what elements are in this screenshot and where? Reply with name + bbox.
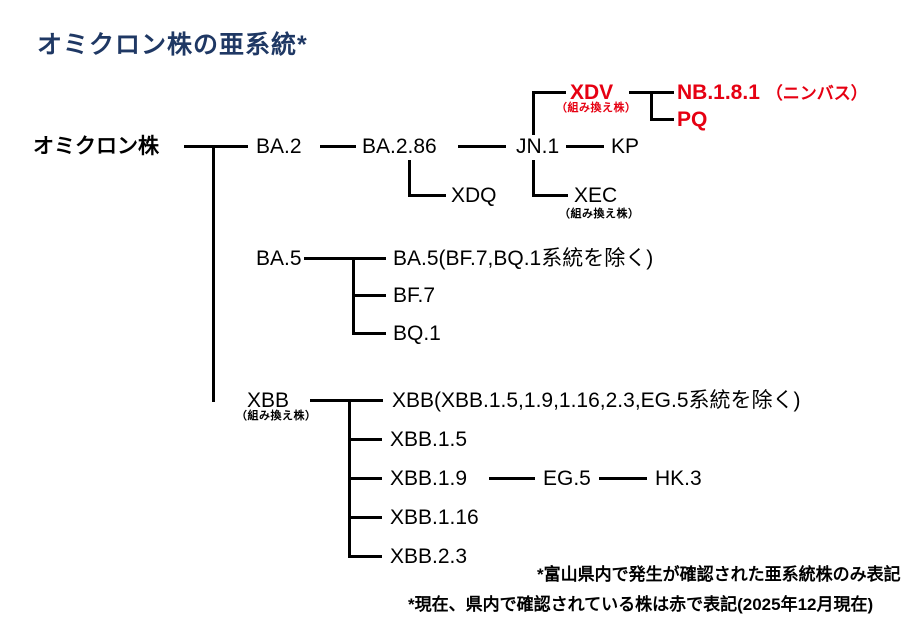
connector-line bbox=[184, 145, 248, 148]
connector-line bbox=[458, 145, 506, 148]
connector-line bbox=[348, 555, 382, 558]
nb181-alias-nimbus: （ニンバス） bbox=[765, 84, 868, 103]
footnote-scope: *富山県内で発生が確認された亜系統株のみ表記 bbox=[537, 565, 901, 584]
node-xbb: XBB bbox=[247, 389, 290, 412]
node-hk3: HK.3 bbox=[655, 467, 702, 490]
connector-line bbox=[352, 294, 386, 297]
page-title: オミクロン株の亜系統* bbox=[37, 31, 308, 59]
connector-line bbox=[408, 194, 446, 197]
connector-line bbox=[532, 160, 535, 197]
node-xbb-exclusions: XBB(XBB.1.5,1.9,1.16,2.3,EG.5系統を除く) bbox=[392, 389, 801, 412]
node-omicron-root: オミクロン株 bbox=[33, 135, 159, 158]
xbb-recombinant-note: （組み換え株） bbox=[236, 410, 317, 422]
connector-line bbox=[489, 477, 535, 480]
xec-recombinant-note: （組み換え株） bbox=[559, 208, 640, 220]
node-bq1: BQ.1 bbox=[393, 322, 441, 345]
node-pq: PQ bbox=[677, 108, 708, 131]
node-ba5: BA.5 bbox=[256, 247, 302, 270]
connector-line bbox=[212, 145, 215, 402]
connector-line bbox=[532, 194, 568, 197]
connector-line bbox=[320, 145, 356, 148]
node-ba2: BA.2 bbox=[256, 135, 302, 158]
connector-line bbox=[532, 91, 566, 94]
connector-line bbox=[629, 91, 652, 94]
node-bf7: BF.7 bbox=[393, 284, 436, 307]
footnote-red-legend: *現在、県内で確認されている株は赤で表記(2025年12月現在) bbox=[408, 595, 874, 614]
node-jn1: JN.1 bbox=[516, 135, 560, 158]
node-xbb23: XBB.2.3 bbox=[390, 545, 468, 568]
node-xbb116: XBB.1.16 bbox=[390, 506, 479, 529]
node-xbb19: XBB.1.9 bbox=[390, 467, 468, 490]
node-ba5-exclusions: BA.5(BF.7,BQ.1系統を除く) bbox=[393, 247, 654, 270]
connector-line bbox=[348, 477, 382, 480]
node-eg5: EG.5 bbox=[543, 467, 591, 490]
connector-line bbox=[532, 91, 535, 135]
connector-line bbox=[650, 91, 674, 94]
nb181-label: NB.1.8.1 bbox=[677, 81, 760, 104]
node-xbb15: XBB.1.5 bbox=[390, 428, 468, 451]
connector-line bbox=[599, 477, 647, 480]
connector-line bbox=[566, 145, 604, 148]
connector-line bbox=[650, 118, 674, 121]
connector-line bbox=[348, 438, 382, 441]
connector-line bbox=[352, 332, 386, 335]
connector-line bbox=[310, 399, 383, 402]
node-xdv: XDV bbox=[570, 81, 614, 104]
connector-line bbox=[304, 257, 386, 260]
connector-line bbox=[408, 160, 411, 197]
node-xdq: XDQ bbox=[451, 184, 497, 207]
connector-line bbox=[650, 91, 653, 121]
node-kp: KP bbox=[611, 135, 640, 158]
node-nb181: NB.1.8.1 （ニンバス） bbox=[677, 82, 868, 103]
xdv-recombinant-note: （組み換え株） bbox=[556, 102, 637, 114]
connector-line bbox=[348, 516, 382, 519]
node-ba2-86: BA.2.86 bbox=[362, 135, 437, 158]
node-xec: XEC bbox=[574, 184, 618, 207]
